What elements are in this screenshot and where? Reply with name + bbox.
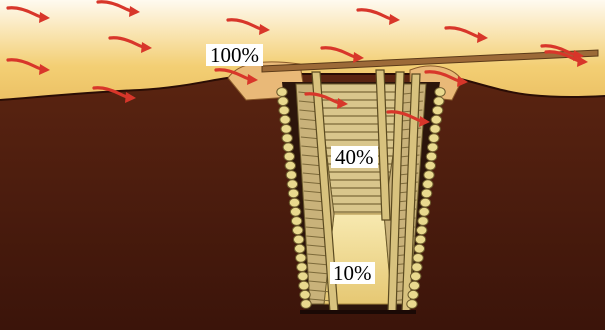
- sandbag-icon: [407, 300, 417, 309]
- sandbag-icon: [419, 207, 429, 216]
- level-label-mid: 40%: [331, 146, 378, 168]
- sandbag-icon: [424, 171, 434, 180]
- sandbag-icon: [409, 281, 419, 290]
- sandbag-icon: [293, 226, 303, 235]
- sandbag-icon: [282, 134, 292, 143]
- sandbag-icon: [285, 161, 295, 170]
- sandbag-icon: [432, 106, 442, 115]
- sandbag-icon: [289, 198, 299, 207]
- sandbag-icon: [301, 300, 311, 309]
- sandbag-icon: [277, 88, 287, 97]
- sandbag-icon: [281, 124, 291, 133]
- sandbag-icon: [435, 88, 445, 97]
- sandbag-icon: [423, 180, 433, 189]
- sandbag-icon: [284, 152, 294, 161]
- sandbag-icon: [430, 124, 440, 133]
- sandbag-icon: [290, 207, 300, 216]
- sandbag-icon: [431, 115, 441, 124]
- sandbag-icon: [413, 254, 423, 263]
- sandbag-icon: [279, 106, 289, 115]
- level-label-bottom: 10%: [330, 262, 375, 284]
- sandbag-icon: [298, 272, 308, 281]
- sandbag-icon: [415, 235, 425, 244]
- level-label-surface: 100%: [206, 44, 263, 66]
- sandbag-icon: [299, 281, 309, 290]
- sandbag-icon: [429, 134, 439, 143]
- sandbag-icon: [283, 143, 293, 152]
- sandbag-icon: [288, 189, 298, 198]
- sandbag-icon: [294, 235, 304, 244]
- sandbag-icon: [411, 272, 421, 281]
- sandbag-icon: [421, 189, 431, 198]
- sandbag-icon: [408, 290, 418, 299]
- sandbag-icon: [287, 180, 297, 189]
- sandbag-icon: [291, 217, 301, 226]
- sandbag-icon: [425, 161, 435, 170]
- sandbag-icon: [295, 244, 305, 253]
- sandbag-icon: [418, 217, 428, 226]
- sandbag-icon: [286, 171, 296, 180]
- sandbag-icon: [428, 143, 438, 152]
- sandbag-icon: [297, 263, 307, 272]
- sandbag-icon: [300, 290, 310, 299]
- sandbag-icon: [278, 97, 288, 106]
- sandbag-icon: [414, 244, 424, 253]
- sandbag-icon: [417, 226, 427, 235]
- sandbag-icon: [412, 263, 422, 272]
- sandbag-icon: [280, 115, 290, 124]
- sandbag-icon: [434, 97, 444, 106]
- sandbag-icon: [420, 198, 430, 207]
- sandbag-icon: [426, 152, 436, 161]
- sandbag-icon: [296, 254, 306, 263]
